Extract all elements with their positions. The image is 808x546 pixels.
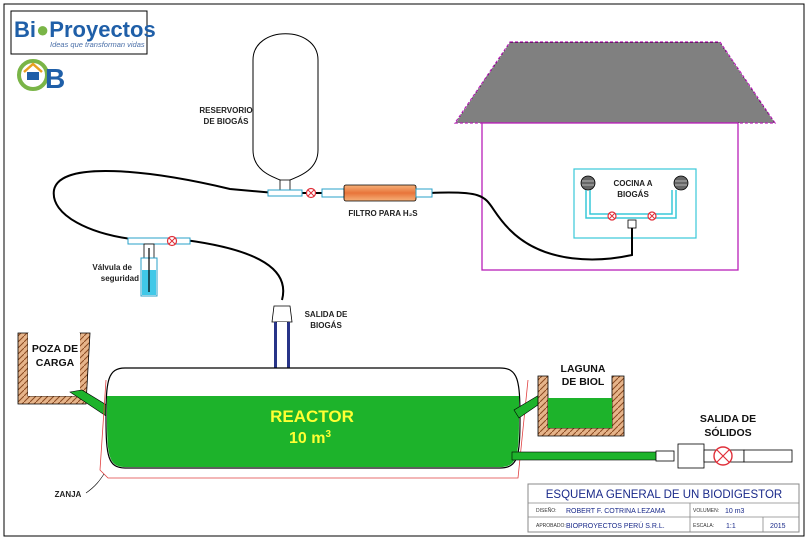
tank-label-2: CARGA bbox=[36, 357, 75, 369]
safety-valve: Válvula de seguridad bbox=[92, 235, 191, 297]
lagoon-label-1: LAGUNA bbox=[561, 363, 606, 375]
outlet-label-2: BIOGÁS bbox=[310, 321, 342, 330]
reservoir-label-1: RESERVORIO bbox=[199, 106, 252, 115]
solids-label-2: SÓLIDOS bbox=[704, 426, 751, 439]
tank-label-1: POZA DE bbox=[32, 343, 78, 355]
stove-valve-left bbox=[607, 211, 617, 221]
house-roof bbox=[453, 41, 777, 124]
monogram-logo: B bbox=[17, 59, 65, 94]
safety-line-valve bbox=[166, 235, 178, 247]
lagoon-label-2: DE BIOL bbox=[562, 376, 605, 388]
kitchen-label-2: BIOGÁS bbox=[617, 190, 649, 199]
volume-value: 10 m3 bbox=[725, 508, 745, 515]
title-block: ESQUEMA GENERAL DE UN BIODIGESTOR DISEÑO… bbox=[527, 483, 800, 533]
scale-label: ESCALA: bbox=[693, 523, 714, 529]
safety-label-2: seguridad bbox=[101, 274, 139, 283]
safety-label-1: Válvula de bbox=[92, 263, 132, 272]
solids-outlet: SALIDA DE SÓLIDOS bbox=[511, 413, 793, 469]
drawing-frame bbox=[3, 3, 805, 537]
outlet-label-1: SALIDA DE bbox=[305, 310, 348, 319]
solids-label-1: SALIDA DE bbox=[700, 413, 756, 425]
approved-value: BIOPROYECTOS PERÚ S.R.L. bbox=[566, 521, 665, 530]
svg-text:Bi●Proyectos: Bi●Proyectos bbox=[14, 17, 156, 42]
burner-right bbox=[673, 175, 689, 191]
design-label: DISEÑO: bbox=[536, 507, 557, 514]
solids-valve bbox=[713, 446, 733, 466]
biogas-outlet: SALIDA DE BIOGÁS bbox=[271, 305, 348, 373]
trench-label: ZANJA bbox=[55, 490, 82, 499]
h2s-filter: FILTRO PARA H₂S bbox=[321, 184, 433, 218]
biol-lagoon: LAGUNA DE BIOL bbox=[513, 363, 625, 437]
bioproyectos-logo: Bi●Proyectos Ideas que transforman vidas bbox=[10, 10, 156, 55]
reactor-volume: 10 m bbox=[289, 430, 325, 447]
logo-prefix: Bi bbox=[14, 17, 36, 42]
stove-valve-right bbox=[647, 211, 657, 221]
filter-label: FILTRO PARA H₂S bbox=[348, 209, 418, 218]
loading-tank: POZA DE CARGA bbox=[17, 332, 119, 421]
biogas-stove: COCINA A BIOGÁS bbox=[573, 168, 697, 239]
logo-suffix: Proyectos bbox=[49, 17, 155, 42]
biogas-reservoir: RESERVORIO DE BIOGÁS bbox=[199, 33, 319, 199]
scale-value: 1:1 bbox=[726, 523, 736, 530]
monogram-letter: B bbox=[45, 63, 65, 94]
svg-text:10 m3: 10 m3 bbox=[289, 429, 331, 447]
volume-label: VOLUMEN: bbox=[693, 508, 719, 514]
reactor-name: REACTOR bbox=[270, 407, 354, 426]
design-value: ROBERT F. COTRINA LEZAMA bbox=[566, 508, 666, 515]
reactor-volume-exp: 3 bbox=[325, 429, 331, 440]
logo-tagline: Ideas que transforman vidas bbox=[50, 40, 145, 49]
reactor: REACTOR 10 m3 ZANJA bbox=[55, 367, 529, 499]
reservoir-label-2: DE BIOGÁS bbox=[204, 117, 250, 126]
year-value: 2015 bbox=[770, 523, 786, 530]
approved-label: APROBADO: bbox=[536, 523, 566, 529]
title-block-title: ESQUEMA GENERAL DE UN BIODIGESTOR bbox=[546, 489, 782, 501]
burner-left bbox=[580, 175, 596, 191]
reservoir-valve bbox=[305, 187, 317, 199]
kitchen-label-1: COCINA A bbox=[614, 179, 653, 188]
